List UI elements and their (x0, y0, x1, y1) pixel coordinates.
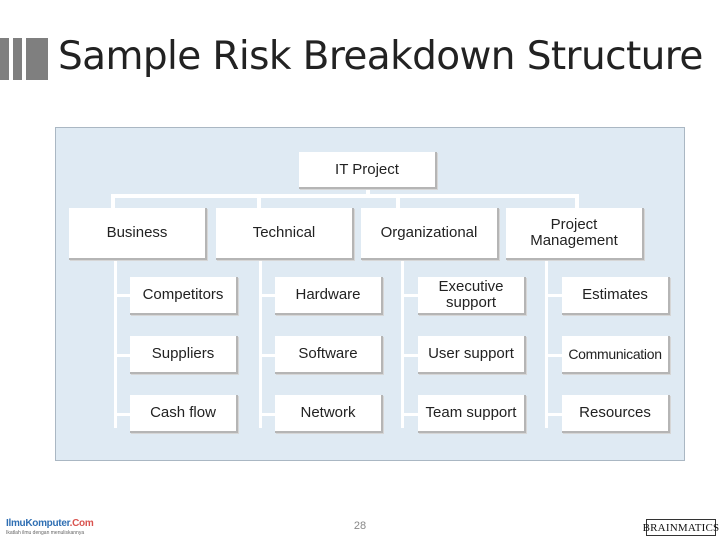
node-child-network: Network (275, 395, 383, 433)
node-category-business: Business (69, 208, 207, 260)
node-category-project-management: Project Management (506, 208, 644, 260)
node-child-suppliers: Suppliers (130, 336, 238, 374)
connector-stub (545, 354, 565, 357)
ilmukomputer-logo: IlmuKomputer.Com Ikatlah ilmu dengan men… (6, 518, 94, 536)
node-child-estimates: Estimates (562, 277, 670, 315)
connector-business-drop (111, 194, 115, 210)
connector-stub (259, 294, 279, 297)
connector-stub (545, 294, 565, 297)
logo-text-primary: IlmuKomputer (6, 518, 70, 529)
connector-stub (114, 354, 134, 357)
connector-stub (401, 294, 421, 297)
node-child-resources: Resources (562, 395, 670, 433)
logo-tagline: Ikatlah ilmu dengan menuliskannya (6, 530, 85, 536)
connector-stub (545, 413, 565, 416)
connector-stub (259, 354, 279, 357)
title-accent-bars (0, 38, 50, 80)
logo-text-suffix: .Com (69, 518, 94, 529)
node-child-competitors: Competitors (130, 277, 238, 315)
slide-title: Sample Risk Breakdown Structure (58, 34, 703, 79)
node-child-team-support: Team support (418, 395, 526, 433)
connector-organizational-spine (401, 258, 404, 428)
node-child-hardware: Hardware (275, 277, 383, 315)
connector-stub (259, 413, 279, 416)
connector-stub (114, 413, 134, 416)
node-child-cash-flow: Cash flow (130, 395, 238, 433)
brainmatics-logo: BRAINMATICS (643, 519, 719, 536)
node-category-technical: Technical (216, 208, 354, 260)
connector-stub (401, 413, 421, 416)
connector-business-spine (114, 258, 117, 428)
connector-stub (114, 294, 134, 297)
ilmukomputer-logo-text: IlmuKomputer.Com (6, 518, 94, 529)
connector-technical-spine (259, 258, 262, 428)
node-category-organizational: Organizational (361, 208, 499, 260)
diagram-panel: IT Project Business Technical Organizati… (55, 127, 685, 461)
connector-organizational-drop (396, 194, 400, 210)
connector-category-bus (111, 194, 579, 198)
node-child-user-support: User support (418, 336, 526, 374)
connector-technical-drop (257, 194, 261, 210)
connector-pm-spine (545, 258, 548, 428)
connector-stub (401, 354, 421, 357)
node-root: IT Project (299, 152, 437, 189)
node-child-software: Software (275, 336, 383, 374)
node-child-communication: Communication (562, 336, 670, 374)
connector-root-trunk (366, 188, 370, 196)
connector-pm-drop (575, 194, 579, 210)
page-number: 28 (353, 520, 367, 532)
node-child-executive-support: Executive support (418, 277, 526, 315)
